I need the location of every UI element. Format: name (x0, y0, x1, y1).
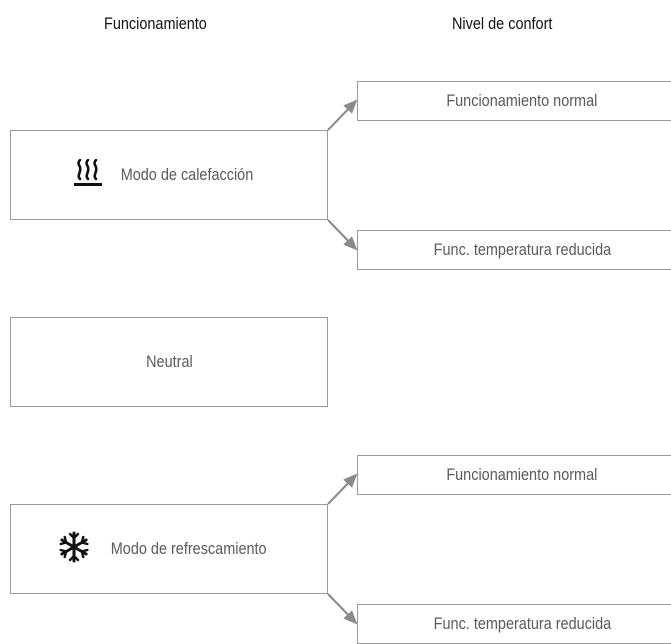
heating-normal-label: Funcionamiento normal (446, 91, 598, 110)
neutral-mode-box: Neutral (10, 317, 328, 407)
cooling-normal-box: Funcionamiento normal (357, 455, 671, 495)
cooling-mode-label: Modo de refrescamiento (111, 539, 267, 558)
cooling-normal-label: Funcionamiento normal (446, 465, 598, 484)
heating-normal-box: Funcionamiento normal (357, 81, 671, 121)
cooling-reduced-box: Func. temperatura reducida (357, 604, 671, 644)
neutral-mode-label: Neutral (145, 352, 193, 371)
arrow-heating-reduced (327, 219, 358, 251)
comfort-level-header: Nivel de confort (452, 14, 553, 33)
arrow-heating-normal (327, 99, 358, 131)
heating-icon (73, 158, 103, 192)
operation-header: Funcionamiento (104, 14, 207, 33)
heating-reduced-label: Func. temperatura reducida (433, 240, 611, 259)
cooling-reduced-label: Func. temperatura reducida (433, 614, 611, 633)
heating-mode-box: Modo de calefacción (10, 130, 328, 220)
heating-reduced-box: Func. temperatura reducida (357, 230, 671, 270)
snowflake-icon (57, 530, 91, 569)
cooling-mode-box: Modo de refrescamiento (10, 504, 328, 594)
arrow-cooling-normal (327, 473, 358, 505)
heating-mode-label: Modo de calefacción (120, 165, 254, 184)
arrow-cooling-reduced (327, 593, 358, 625)
